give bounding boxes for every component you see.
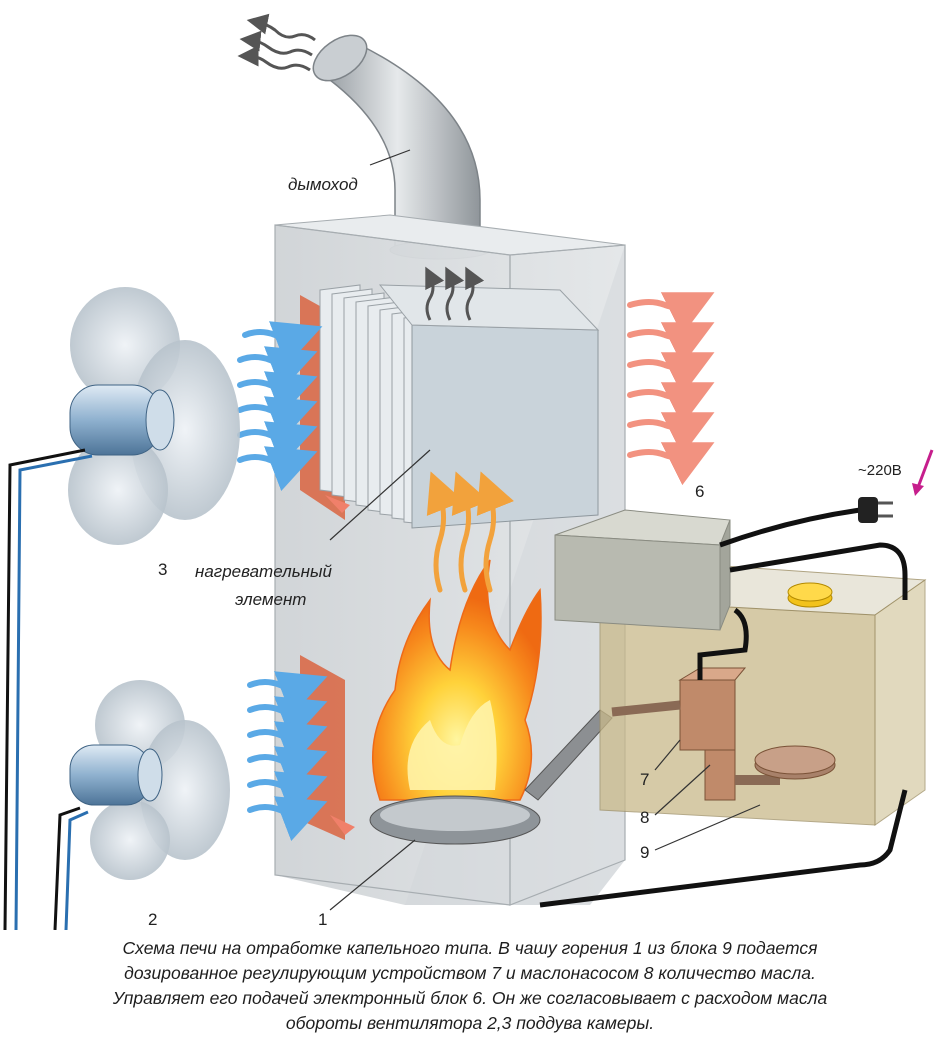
smoke-exhaust-arrows bbox=[237, 13, 316, 72]
heating-element-label-line1: нагревательный bbox=[195, 562, 332, 581]
voltage-label: ~220В bbox=[858, 462, 902, 479]
oil-pump bbox=[704, 745, 836, 801]
caption-line-4: обороты вентилятора 2,3 поддува камеры. bbox=[285, 1013, 655, 1033]
label-number-7: 7 bbox=[640, 770, 650, 789]
power-cable bbox=[539, 507, 908, 908]
heating-element bbox=[319, 284, 600, 529]
label-number-9: 9 bbox=[640, 843, 650, 862]
caption-line-1: Схема печи на отработке капельного типа.… bbox=[122, 938, 818, 958]
fan-2 bbox=[69, 680, 230, 880]
voltage-arrow bbox=[912, 449, 934, 496]
hot-air-arrow-inner bbox=[325, 495, 355, 835]
leader-lines bbox=[329, 149, 761, 911]
control-unit bbox=[554, 509, 731, 631]
stove-diagram bbox=[3, 13, 934, 930]
caption-line-2: дозированное регулирующим устройством 7 … bbox=[124, 963, 816, 983]
regulator bbox=[611, 667, 747, 751]
combustion-bowl bbox=[369, 709, 613, 845]
label-number-8: 8 bbox=[640, 808, 650, 827]
caption-line-3: Управляет его подачей электронный блок 6… bbox=[112, 988, 828, 1008]
flame-heat-arrows bbox=[426, 471, 514, 593]
cold-air-arrows-lower bbox=[247, 671, 328, 842]
cold-air-arrows-upper bbox=[237, 321, 323, 492]
flue-gas-arrows bbox=[425, 266, 485, 321]
heating-element-label-line2: элемент bbox=[235, 590, 307, 609]
hot-air-arrows bbox=[627, 292, 715, 486]
label-number-3: 3 bbox=[158, 560, 168, 579]
label-number-6: 6 bbox=[695, 482, 705, 501]
power-plug bbox=[858, 497, 893, 523]
diagram-caption: Схема печи на отработке капельного типа.… bbox=[10, 936, 930, 1036]
fan-3 bbox=[68, 287, 240, 545]
fan-cables bbox=[3, 448, 93, 930]
label-number-1: 1 bbox=[318, 910, 328, 929]
label-number-2: 2 bbox=[148, 910, 158, 929]
flame bbox=[371, 559, 542, 801]
chimney-label: дымоход bbox=[288, 175, 358, 194]
